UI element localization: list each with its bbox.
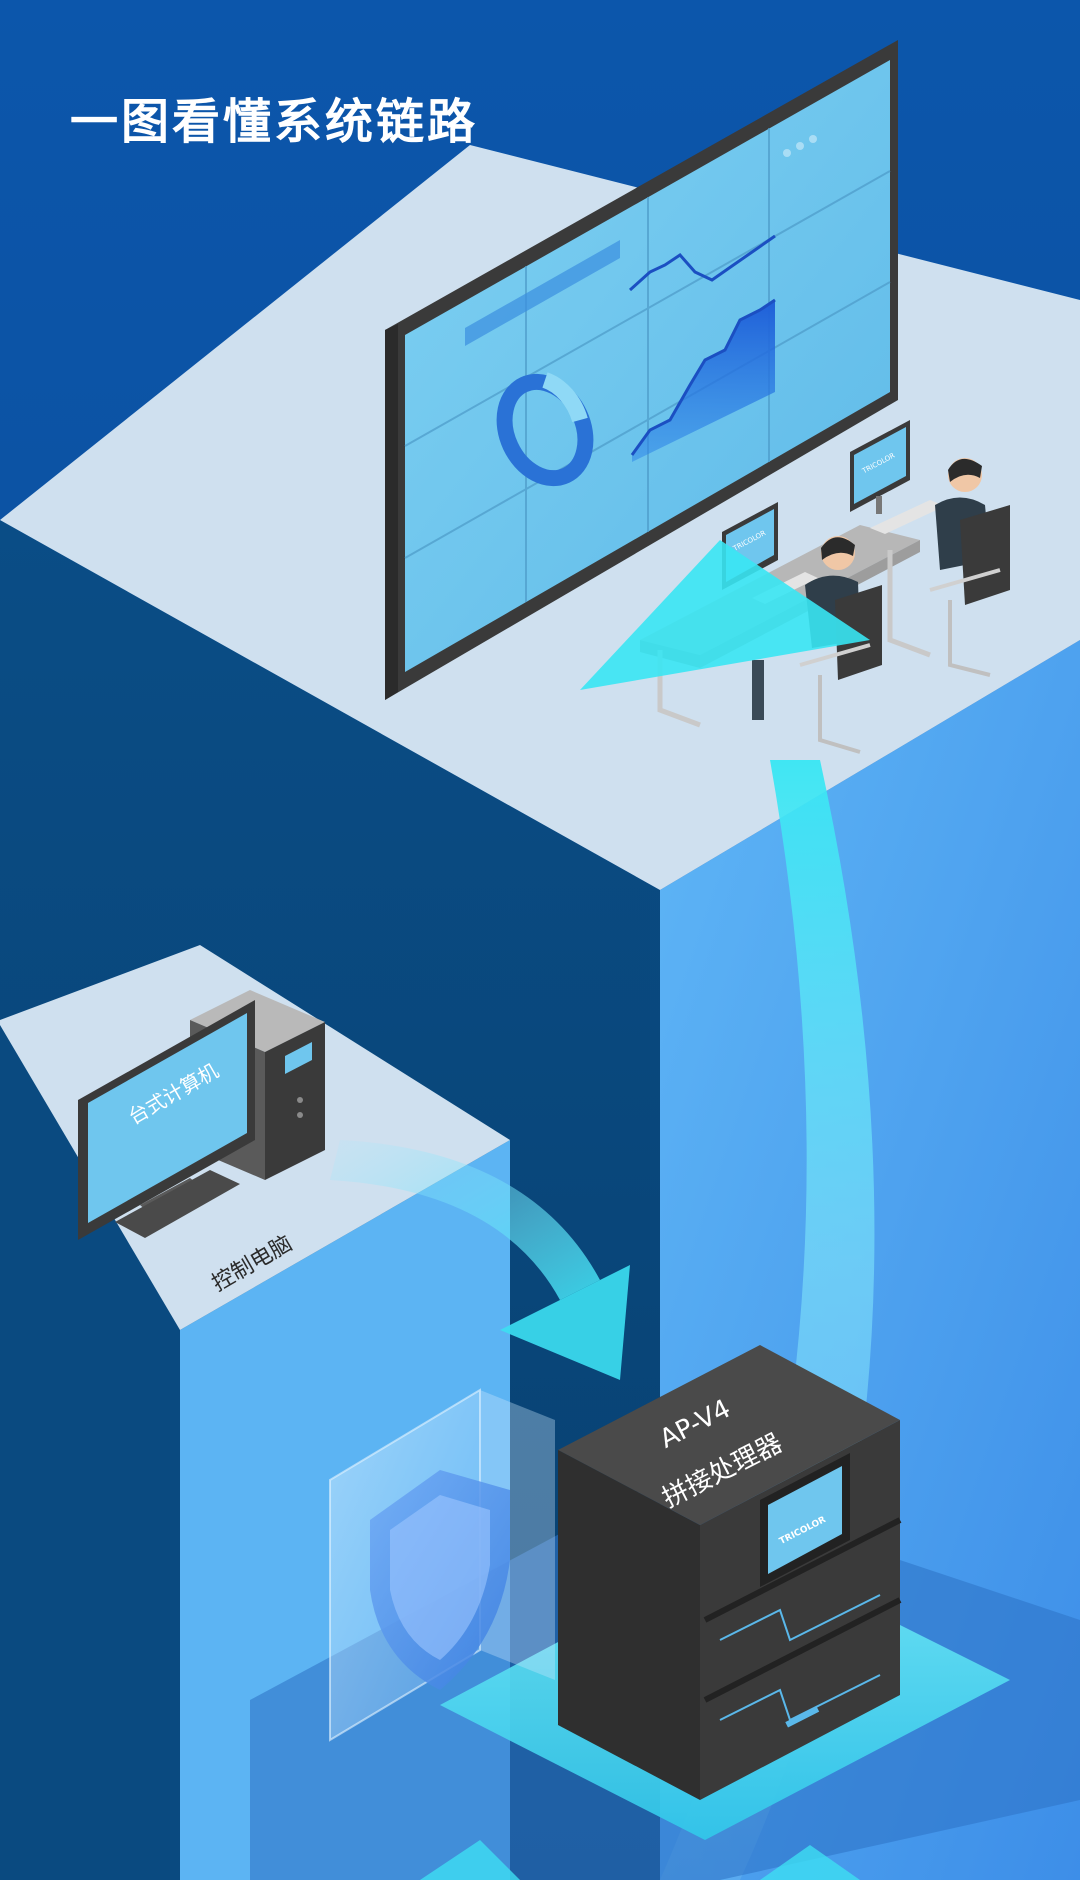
area-chart-icon <box>630 298 776 462</box>
donut-chart-icon <box>496 372 594 487</box>
desktop-computer <box>78 990 325 1240</box>
video-wall <box>385 40 898 700</box>
desk-monitor: TRICOLOR <box>850 420 910 514</box>
ap-v4-processor <box>558 1345 902 1800</box>
page-title: 一图看懂系统链路 <box>70 94 479 150</box>
line-chart-icon <box>628 234 776 292</box>
office-chair <box>929 505 1010 677</box>
arrow-down-icon <box>330 1140 630 1380</box>
security-shield-icon <box>329 1388 555 1742</box>
